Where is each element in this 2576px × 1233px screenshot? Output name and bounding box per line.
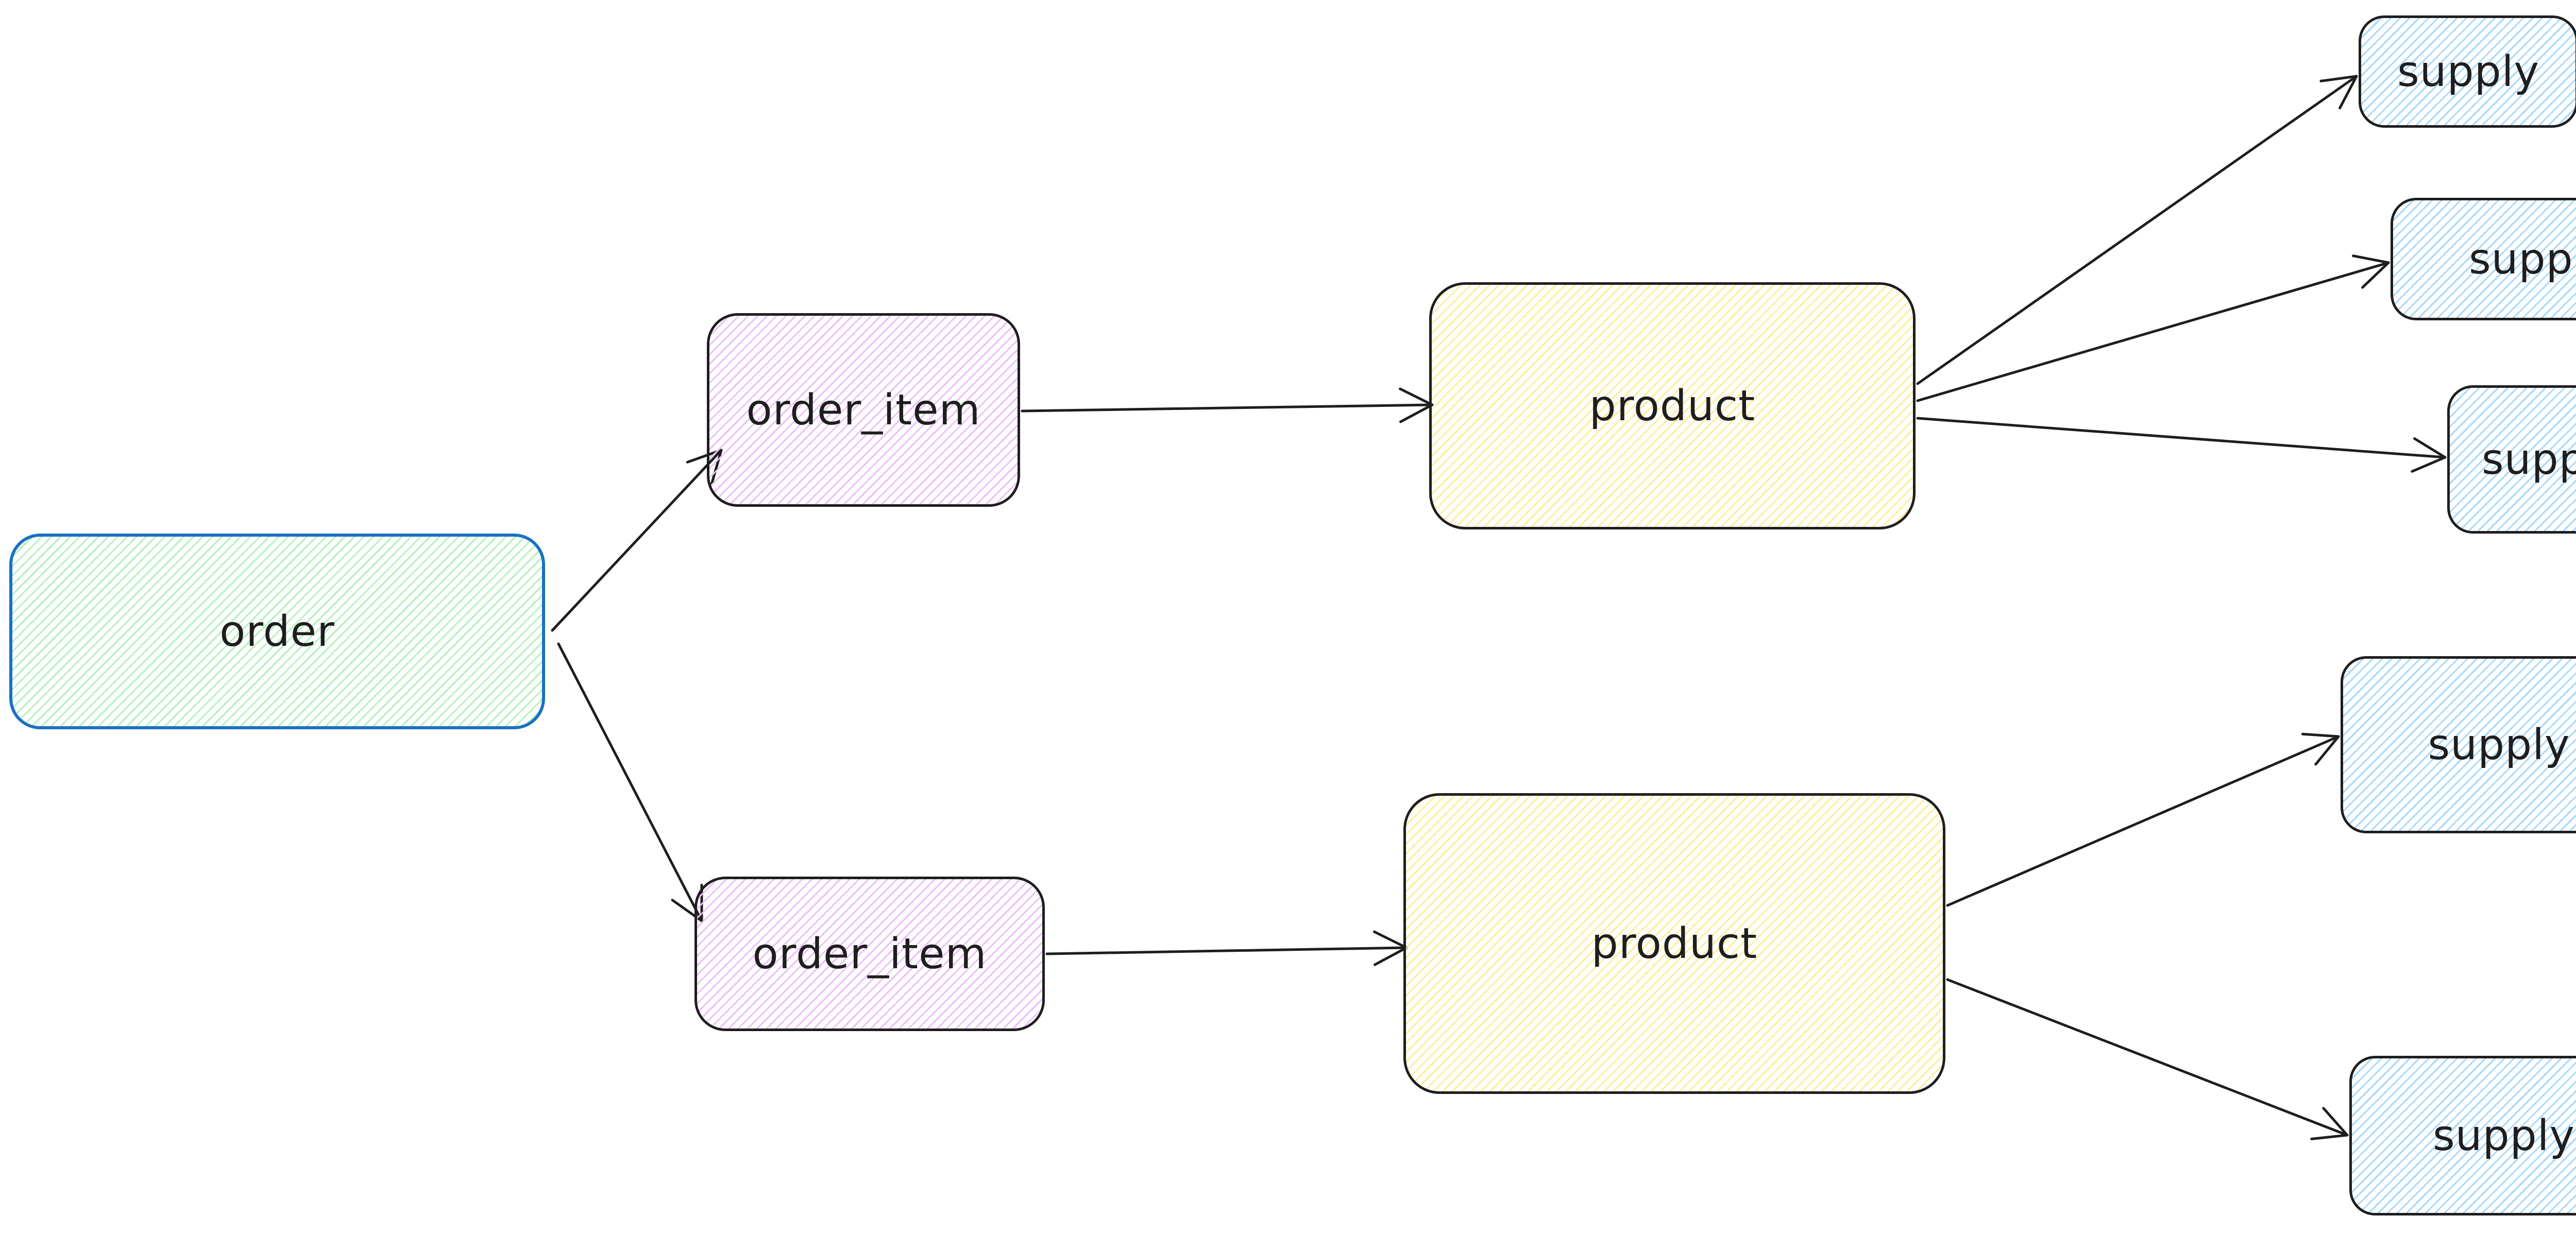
node-supply-5[interactable]: supply — [2349, 1056, 2576, 1215]
edge-order-to-order-item-2[interactable] — [557, 642, 703, 922]
node-supply-1[interactable]: supply — [2359, 15, 2576, 128]
node-order-label: order — [219, 607, 335, 656]
node-product-2-label: product — [1591, 919, 1758, 968]
node-order-item-1-label: order_item — [746, 385, 981, 435]
edge-product-2-to-supply-5[interactable] — [1946, 978, 2349, 1140]
node-supply-5-label: supply — [2432, 1111, 2575, 1160]
node-supply-4-label: supply — [2428, 720, 2570, 769]
node-order[interactable]: order — [9, 534, 545, 729]
node-product-1-label: product — [1589, 381, 1756, 431]
edge-order-item-1-to-product-1[interactable] — [1021, 387, 1434, 423]
edge-product-2-to-supply-4[interactable] — [1946, 732, 2340, 907]
node-supply-2[interactable]: supply — [2391, 198, 2576, 320]
node-product-2[interactable]: product — [1403, 793, 1945, 1094]
node-order-item-1[interactable]: order_item — [707, 313, 1020, 507]
node-supply-2-label: supply — [2468, 234, 2576, 284]
edge-product-1-to-supply-3[interactable] — [1916, 417, 2447, 473]
node-supply-4[interactable]: supply — [2341, 656, 2576, 833]
node-order-item-2[interactable]: order_item — [694, 877, 1045, 1031]
edge-order-item-2-to-product-2[interactable] — [1045, 930, 1408, 966]
edge-product-1-to-supply-1[interactable] — [1916, 75, 2358, 385]
edge-product-1-to-supply-2[interactable] — [1916, 254, 2390, 402]
node-supply-3[interactable]: supply — [2447, 385, 2576, 534]
node-supply-1-label: supply — [2397, 47, 2540, 96]
node-order-item-2-label: order_item — [752, 929, 987, 979]
node-supply-3-label: supply — [2481, 435, 2576, 484]
node-product-1[interactable]: product — [1429, 282, 1916, 529]
edge-order-to-order-item-1[interactable] — [551, 449, 723, 632]
